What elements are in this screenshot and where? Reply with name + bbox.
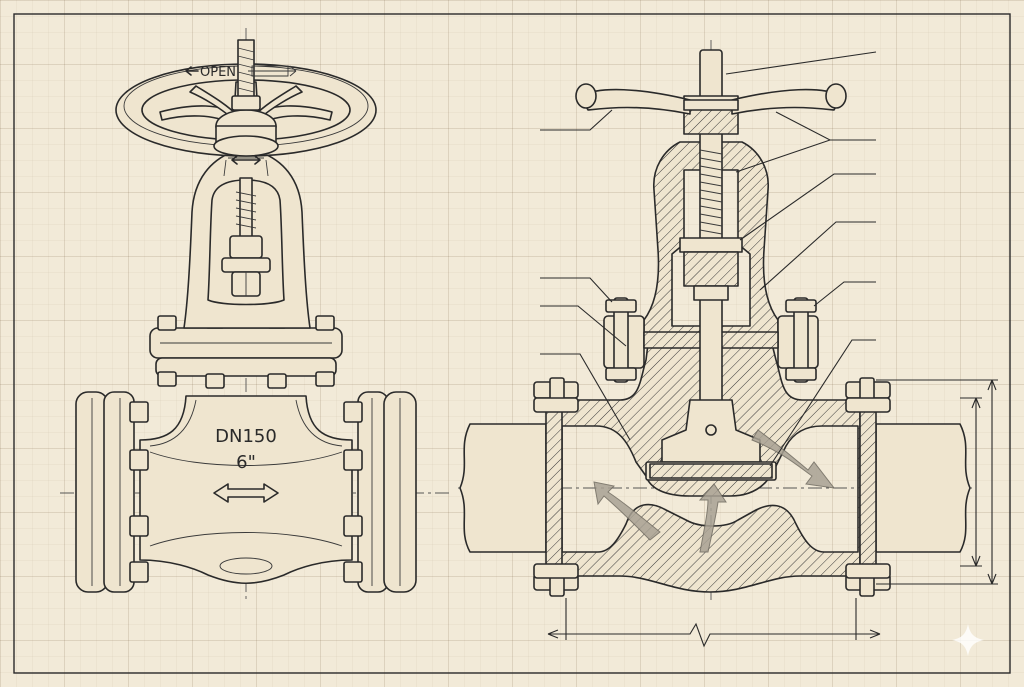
inlet-flange-section xyxy=(533,377,579,597)
gland-nut xyxy=(229,235,263,259)
right-flange-nuts xyxy=(343,401,363,583)
open-arrow-right xyxy=(248,65,297,77)
size-dn-label: DN150 xyxy=(215,426,277,447)
sparkle-icon xyxy=(952,624,984,656)
right-pipe xyxy=(875,423,971,553)
section-handwheel xyxy=(575,83,847,115)
open-label: OPEN xyxy=(200,65,236,80)
sheet-border xyxy=(13,13,1011,674)
dimension-lines xyxy=(547,379,998,648)
left-flange-nuts xyxy=(129,401,149,583)
section-view xyxy=(458,40,998,648)
flow-direction-arrow xyxy=(213,483,279,503)
bonnet-bolt-right xyxy=(793,297,809,383)
bonnet-bolt-left xyxy=(613,297,629,383)
outlet-flange-section xyxy=(845,377,891,597)
size-inch-label: 6" xyxy=(236,452,256,473)
leader-lines xyxy=(540,51,877,467)
bonnet-section xyxy=(643,141,779,345)
left-pipe-flange-inner xyxy=(103,391,135,593)
packing-gland xyxy=(679,237,743,253)
yoke-bushing xyxy=(683,107,739,135)
left-pipe xyxy=(459,423,547,553)
flow-arrow-inlet xyxy=(593,481,661,541)
packing-rings xyxy=(683,251,739,287)
open-arrow-left xyxy=(185,66,199,76)
flow-arrow-up xyxy=(698,483,727,553)
handwheel-nut xyxy=(231,95,261,111)
exterior-view: OPEN DN150 6" xyxy=(60,28,450,600)
flow-arrow-outlet xyxy=(751,429,836,489)
